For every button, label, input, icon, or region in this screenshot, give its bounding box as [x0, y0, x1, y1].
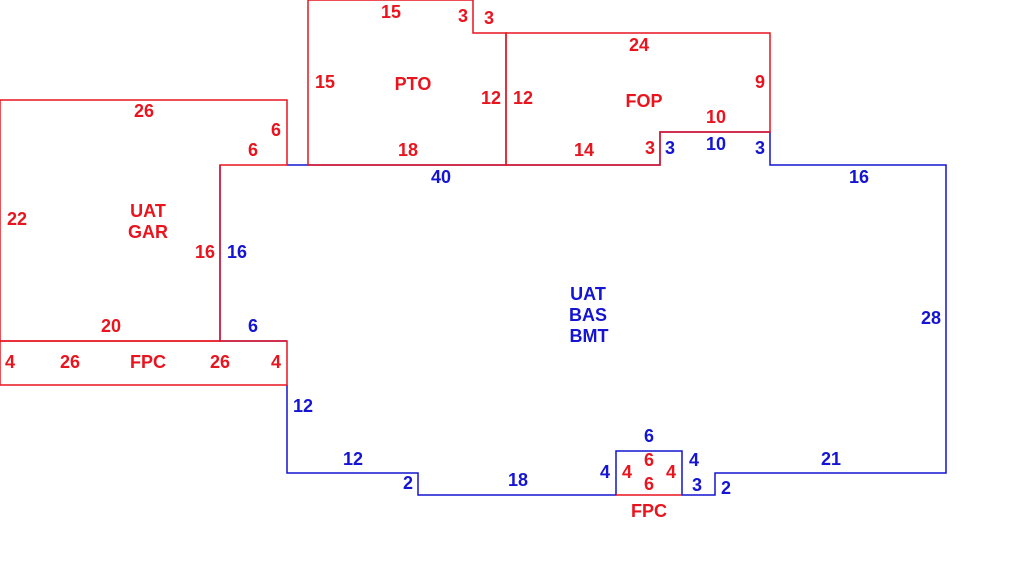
pto-label: PTO — [395, 74, 432, 94]
dimension: 21 — [821, 449, 841, 469]
dimension: 6 — [271, 120, 281, 140]
dimension: 6 — [644, 450, 654, 470]
porch-label: FPC — [130, 352, 166, 372]
dimension: 18 — [398, 140, 418, 160]
dimension: 16 — [849, 167, 869, 187]
dimension: 12 — [293, 396, 313, 416]
dimension: 16 — [195, 242, 215, 262]
fop-outline — [505, 32, 771, 166]
basement-outline — [286, 131, 947, 496]
dimension: 15 — [315, 72, 335, 92]
dimension: 3 — [458, 6, 468, 26]
dimension: 3 — [484, 8, 494, 28]
dimension: 2 — [403, 473, 413, 493]
garage-label: UAT — [130, 201, 166, 221]
dimension: 16 — [227, 242, 247, 262]
basement-label: UAT — [570, 284, 606, 304]
dimension: 14 — [574, 140, 594, 160]
dimension: 40 — [431, 167, 451, 187]
dimension: 26 — [134, 101, 154, 121]
dimension: 24 — [629, 35, 649, 55]
dimension: 6 — [644, 426, 654, 446]
dimension: 4 — [5, 352, 15, 372]
dimension: 2 — [721, 478, 731, 498]
dimension: 10 — [706, 107, 726, 127]
dimension: 3 — [692, 475, 702, 495]
dimension: 6 — [248, 140, 258, 160]
basement-label: BAS — [569, 305, 607, 325]
dimension: 26 — [210, 352, 230, 372]
dimension: 4 — [666, 462, 676, 482]
dimension: 3 — [755, 138, 765, 158]
garage-outline — [0, 99, 288, 342]
dimension: 4 — [600, 462, 610, 482]
dimension: 6 — [644, 474, 654, 494]
porch-left-outline — [0, 340, 288, 386]
dimension: 4 — [271, 352, 281, 372]
dimension: 4 — [689, 450, 699, 470]
dimension: 12 — [343, 449, 363, 469]
dimension: 4 — [622, 462, 632, 482]
basement-label: BMT — [570, 326, 609, 346]
dimension: 20 — [101, 316, 121, 336]
fop-label: FOP — [625, 91, 662, 111]
dimension: 3 — [665, 138, 675, 158]
dimension: 10 — [706, 134, 726, 154]
dimension: 6 — [248, 316, 258, 336]
dimension: 22 — [7, 209, 27, 229]
dimension: 9 — [755, 72, 765, 92]
garage-label: GAR — [128, 222, 168, 242]
dimension: 12 — [513, 88, 533, 108]
dimension: 28 — [921, 308, 941, 328]
dimension: 12 — [481, 88, 501, 108]
dimension: 15 — [381, 2, 401, 22]
porch-label: FPC — [631, 501, 667, 521]
dimension: 26 — [60, 352, 80, 372]
dimension: 3 — [645, 138, 655, 158]
dimension: 18 — [508, 470, 528, 490]
